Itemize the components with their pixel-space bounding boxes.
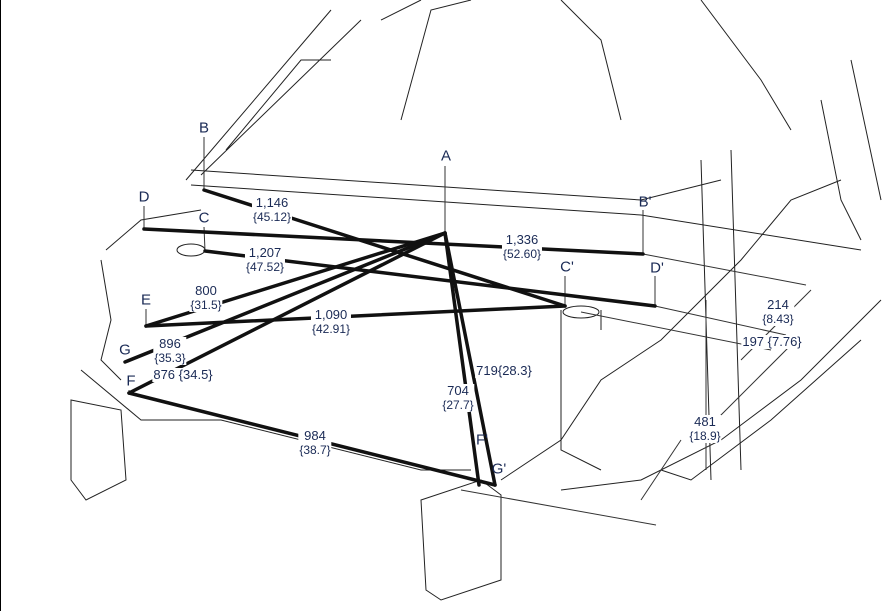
point-label-b-prime: B' [638, 193, 652, 211]
dimension-label: 214{8.43} [761, 297, 795, 326]
line-1090 [144, 304, 567, 328]
point-label-c: C [198, 209, 210, 227]
dimension-label: 481{18.9} [688, 414, 722, 443]
dimension-label: 1,336{52.60} [501, 232, 543, 261]
dimension-label: 197 {7.76} [741, 334, 803, 349]
point-label-e: E [140, 291, 152, 309]
dimension-label: 1,090{42.91} [310, 307, 352, 336]
line-719 [443, 231, 497, 487]
point-label-d: D [138, 188, 150, 206]
point-label-f-prime: F' [475, 431, 489, 449]
line-1336 [142, 227, 645, 256]
dimension-label: 704{27.7} [441, 383, 475, 412]
dimension-label: 800{31.5} [189, 283, 223, 312]
point-label-d-prime: D' [650, 259, 664, 277]
line-704 [443, 231, 481, 487]
point-label-g-prime: G' [491, 460, 507, 478]
dimension-label: 984{38.7} [298, 428, 332, 457]
point-label-g: G [119, 341, 131, 359]
point-label-c-prime: C' [560, 258, 574, 276]
point-label-b: B [198, 119, 210, 137]
dimension-label: 719{28.3} [475, 363, 533, 378]
dimension-label: 1,207{47.52} [244, 245, 286, 274]
dimension-label: 1,146{45.12} [251, 195, 293, 224]
line-876 [127, 231, 447, 395]
line-800 [144, 231, 447, 328]
dimension-label: 876 {34.5} [152, 367, 214, 382]
dimension-label: 896{35.3} [153, 336, 187, 365]
point-label-a: A [440, 147, 452, 165]
point-label-f: F [126, 372, 136, 390]
